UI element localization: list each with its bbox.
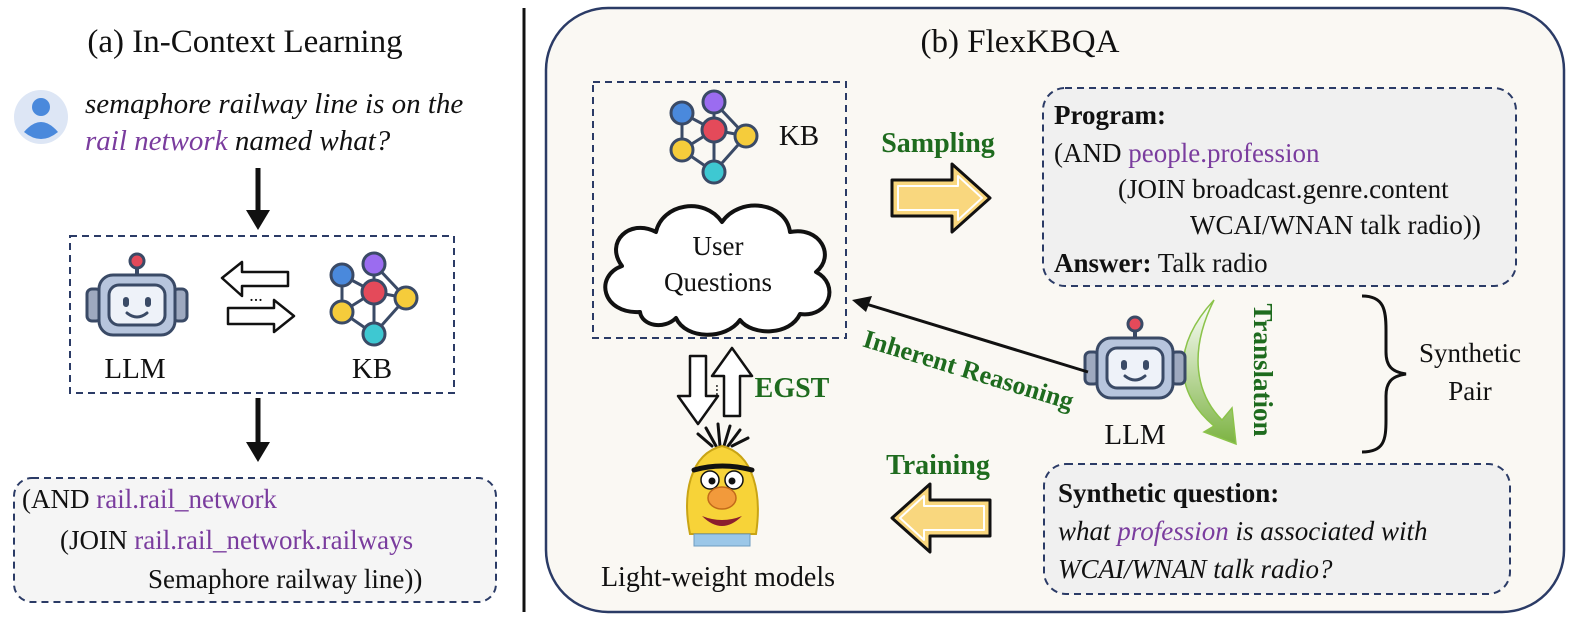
panel-a-question-rest: named what? bbox=[228, 125, 391, 157]
panel-a-question-line2: rail network named what? bbox=[85, 125, 391, 157]
panel-a-title: (a) In-Context Learning bbox=[87, 24, 402, 60]
synthetic-question-box bbox=[1043, 463, 1511, 595]
panel-a-question-highlight: rail network bbox=[85, 125, 229, 157]
panel-b-kb-questions-box bbox=[592, 81, 847, 339]
panel-b-program-line2: (JOIN broadcast.genre.content bbox=[1118, 174, 1449, 204]
sampling-arrow bbox=[890, 162, 992, 234]
synthetic-pair-line2: Pair bbox=[1448, 376, 1492, 406]
panel-a-program-rel1: rail.rail_network bbox=[96, 484, 277, 514]
training-label: Training bbox=[886, 450, 990, 481]
panel-b-program-line3: WCAI/WNAN talk radio)) bbox=[1190, 210, 1481, 240]
synq-prefix: what bbox=[1058, 516, 1117, 546]
panel-b-program-rel1: people.profession bbox=[1128, 138, 1320, 168]
panel-a-program-line3: Semaphore railway line)) bbox=[148, 564, 422, 594]
synthetic-pair-line1: Synthetic bbox=[1419, 338, 1521, 368]
panel-b-kb-label: KB bbox=[779, 120, 819, 152]
panel-b-program-line1: (AND people.profession bbox=[1054, 138, 1320, 168]
panel-a-program-line1: (AND rail.rail_network bbox=[22, 484, 277, 514]
panel-a-program-and: (AND bbox=[22, 484, 96, 514]
lightweight-models-label: Light-weight models bbox=[601, 562, 835, 593]
robot-icon bbox=[85, 252, 189, 337]
synthetic-question-heading: Synthetic question: bbox=[1058, 478, 1279, 508]
panel-b-program-box bbox=[1042, 87, 1517, 287]
training-arrow bbox=[890, 482, 992, 554]
panel-a-question-line1: semaphore railway line is on the bbox=[85, 88, 463, 120]
synthetic-pair-brace bbox=[1361, 294, 1407, 454]
panel-a-llm-kb-box bbox=[69, 235, 455, 394]
panel-a-program-rel2: rail.rail_network.railways bbox=[134, 525, 413, 555]
panel-a-llm-label: LLM bbox=[104, 353, 165, 385]
answer-label: Answer: bbox=[1054, 248, 1151, 278]
cloud-line2: Questions bbox=[664, 267, 772, 297]
knowledge-graph-icon bbox=[329, 251, 419, 347]
egst-ellipsis: ... bbox=[712, 384, 729, 396]
panel-b-program-and: (AND bbox=[1054, 138, 1128, 168]
inherent-reasoning-arrow bbox=[865, 302, 1089, 374]
egst-arrows bbox=[676, 346, 754, 426]
program-heading: Program: bbox=[1054, 100, 1166, 130]
sampling-label: Sampling bbox=[881, 128, 995, 159]
panel-a-kb-label: KB bbox=[352, 353, 392, 385]
synthetic-question-line1: what profession is associated with bbox=[1058, 516, 1428, 546]
cloud-icon bbox=[603, 203, 832, 337]
user-avatar-icon bbox=[14, 90, 68, 144]
cloud-line1: User bbox=[693, 231, 744, 261]
knowledge-graph-icon bbox=[669, 89, 759, 185]
synq-highlight: profession bbox=[1115, 516, 1229, 546]
panel-b-llm-label: LLM bbox=[1104, 419, 1165, 451]
synthetic-question-line2: WCAI/WNAN talk radio? bbox=[1058, 554, 1333, 584]
panel-a-program-join: (JOIN bbox=[60, 525, 134, 555]
panel-a-program-line2: (JOIN rail.rail_network.railways bbox=[60, 525, 413, 555]
translation-arrow bbox=[1182, 299, 1237, 446]
synq-rest: is associated with bbox=[1229, 516, 1428, 546]
answer-value: Talk radio bbox=[1151, 248, 1267, 278]
panel-a-exchange-arrows bbox=[220, 260, 296, 334]
answer-line: Answer: Talk radio bbox=[1054, 248, 1268, 278]
translation-label: Translation bbox=[1248, 303, 1278, 436]
panel-a-ellipsis: ... bbox=[249, 285, 263, 305]
egst-label: EGST bbox=[755, 373, 830, 404]
robot-icon bbox=[1083, 315, 1187, 400]
panel-b-title: (b) FlexKBQA bbox=[921, 24, 1120, 60]
panel-a-program-box bbox=[13, 477, 497, 603]
bert-puppet-icon bbox=[686, 422, 759, 547]
